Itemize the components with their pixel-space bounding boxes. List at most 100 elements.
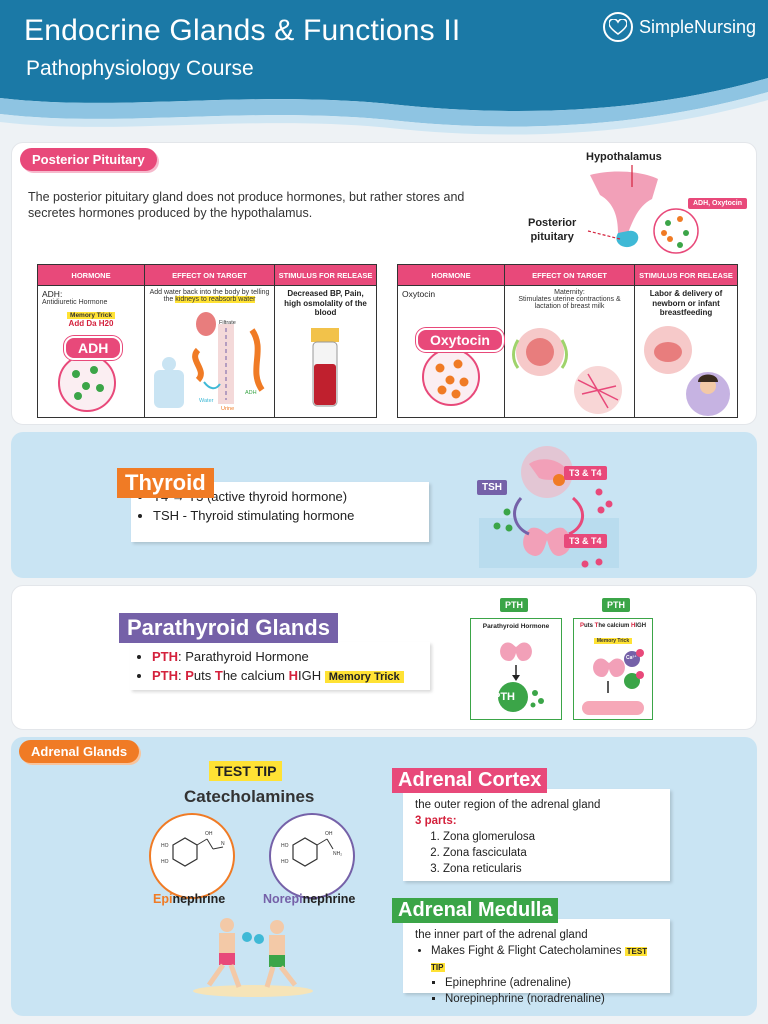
svg-text:N: N xyxy=(221,841,225,847)
adh-table: HORMONE EFFECT ON TARGET STIMULUS FOR RE… xyxy=(37,264,377,418)
adh-name: ADH: xyxy=(42,289,63,299)
adh-hormone-cell: ADH: Antidiuretic Hormone Memory Trick A… xyxy=(38,286,145,417)
pth-card-2-title: Puts The calcium HIGH xyxy=(574,623,652,629)
col-hormone-2: HORMONE xyxy=(398,265,505,285)
text-he-calcium: he calcium xyxy=(222,667,289,683)
adh-cell-circle xyxy=(58,354,116,412)
medulla-sub-2: Norepinephrine (noradrenaline) xyxy=(445,991,658,1007)
letter-t: T xyxy=(214,667,223,683)
norepinephrine-label: Norepinephrine xyxy=(263,892,355,906)
parathyroid-heading: Parathyroid Glands xyxy=(119,613,338,643)
page-title: Endocrine Glands & Functions II xyxy=(24,14,461,47)
svg-text:HO: HO xyxy=(281,859,289,865)
medulla-description: the inner part of the adrenal gland xyxy=(415,929,588,941)
t3t4-bottom-tag: T3 & T4 xyxy=(564,534,607,548)
page-subtitle: Pathophysiology Course xyxy=(26,57,254,80)
cortex-part-1: Zona glomerulosa xyxy=(443,829,658,845)
hypothalamus-label: Hypothalamus xyxy=(586,151,662,163)
adh-table-header: HORMONE EFFECT ON TARGET STIMULUS FOR RE… xyxy=(38,265,376,285)
col-stimulus: STIMULUS FOR RELEASE xyxy=(278,270,373,280)
oxytocin-cells-dots xyxy=(435,359,469,399)
oxytocin-table-row: Oxytocin Oxytocin Maternity: Stimulates … xyxy=(398,285,737,417)
adh-stimulus-cell: Decreased BP, Pain, high osmolality of t… xyxy=(275,286,376,417)
svg-text:HO: HO xyxy=(161,843,169,849)
uterus-breast-illustration xyxy=(512,328,622,414)
adh-oxytocin-tag: ADH, Oxytocin xyxy=(688,198,748,209)
posterior-label-line2: pituitary xyxy=(530,230,574,243)
svg-text:OH: OH xyxy=(325,831,333,837)
pth-tag-2: PTH xyxy=(602,598,630,612)
adrenal-medulla-heading: Adrenal Medulla xyxy=(392,898,559,923)
card2-memory-trick: Memory Trick xyxy=(593,638,633,644)
posterior-pituitary-pill: Posterior Pituitary xyxy=(20,148,157,171)
adh-badge: ADH xyxy=(64,336,123,360)
oxytocin-effect-title: Maternity: xyxy=(554,289,585,296)
parathyroid-gland-illustration xyxy=(498,642,544,712)
parathyroid-memory-trick: Memory Trick xyxy=(324,670,404,683)
cortex-part-3: Zona reticularis xyxy=(443,861,658,877)
pth-rest: : Parathyroid Hormone xyxy=(178,649,309,664)
blood-tube-icon xyxy=(311,328,339,407)
medulla-sublist: Epinephrine (adrenaline) Norepinephrine … xyxy=(415,975,658,1007)
thyroid-item-2: TSH - Thyroid stimulating hormone xyxy=(153,507,417,526)
card2-igh: IGH xyxy=(635,623,647,629)
header-wave xyxy=(0,0,768,135)
epi-highlight: Epi xyxy=(153,892,173,906)
oxytocin-effect-cell: Maternity: Stimulates uterine contractio… xyxy=(505,286,635,417)
oxytocin-cell-circle xyxy=(422,348,480,406)
adrenal-panel: Adrenal Glands TEST TIP Catecholamines H… xyxy=(11,737,757,1016)
pth-tag-1: PTH xyxy=(500,598,528,612)
test-tip-badge: TEST TIP xyxy=(209,761,283,781)
posterior-pituitary-panel: Posterior Pituitary The posterior pituit… xyxy=(11,142,757,425)
pth-bold: PTH xyxy=(152,649,178,664)
header: Endocrine Glands & Functions II Pathophy… xyxy=(0,0,768,140)
pituitary-diagram: Hypothalamus Posterior pituitary ADH, Ox… xyxy=(522,147,752,257)
svg-text:HO: HO xyxy=(161,859,169,865)
heart-logo-icon xyxy=(602,12,633,42)
posterior-pituitary-label: Posterior pituitary xyxy=(528,217,576,245)
thyroid-panel: T4 → T3 (active thyroid hormone) TSH - T… xyxy=(11,432,757,578)
oxytocin-hormone-cell: Oxytocin Oxytocin xyxy=(398,286,505,417)
labor-breastfeeding-illustration xyxy=(644,326,730,416)
pth-bold-2: PTH xyxy=(152,667,178,683)
pth-card-2: Puts The calcium HIGH Memory Trick Ca²⁺ xyxy=(573,618,653,720)
col-stimulus-2: STIMULUS FOR RELEASE xyxy=(639,270,733,280)
cortex-part-2: Zona fasciculata xyxy=(443,845,658,861)
adrenal-medulla-card: the inner part of the adrenal gland Make… xyxy=(403,919,670,1005)
epinephrine-molecule: HO HO OH N xyxy=(149,813,235,899)
parathyroid-item-2: PTH: Puts The calcium HIGH Memory Trick xyxy=(152,667,418,686)
urine-label: Urine xyxy=(221,406,235,412)
card2-he: he calcium xyxy=(598,623,632,629)
parathyroid-item-1: PTH: Parathyroid Hormone xyxy=(152,648,418,667)
parathyroid-panel: PTH: Parathyroid Hormone PTH: Puts The c… xyxy=(11,585,757,730)
col-effect-2: EFFECT ON TARGET xyxy=(505,265,635,285)
posterior-description: The posterior pituitary gland does not p… xyxy=(28,190,465,221)
adh-table-row: ADH: Antidiuretic Hormone Memory Trick A… xyxy=(38,285,376,417)
boxers-illustration xyxy=(193,918,313,997)
t3t4-top-tag: T3 & T4 xyxy=(564,466,607,480)
norepi-highlight: Norepi xyxy=(263,892,303,906)
oxytocin-table-header: HORMONE EFFECT ON TARGET STIMULUS FOR RE… xyxy=(398,265,737,285)
svg-text:OH: OH xyxy=(205,831,213,837)
pth-card-1: Parathyroid Hormone PTH xyxy=(470,618,562,720)
medulla-bullet-text: Makes Fight & Flight Catecholamines xyxy=(431,945,622,958)
catecholamines-heading: Catecholamines xyxy=(184,787,315,806)
letter-p: P xyxy=(185,667,194,683)
oxytocin-stimulus: Labor & delivery of newborn or infant br… xyxy=(649,289,723,318)
epi-rest: nephrine xyxy=(172,892,226,906)
adh-memory-trick: Add Da H20 xyxy=(68,319,114,328)
oxytocin-name: Oxytocin xyxy=(402,289,436,299)
brand-logo: SimpleNursing xyxy=(602,12,756,42)
svg-text:HO: HO xyxy=(281,843,289,849)
adh-stimulus: Decreased BP, Pain, high osmolality of t… xyxy=(284,289,367,318)
adh-effect-cell: Add water back into the body by telling … xyxy=(145,286,275,417)
oxytocin-stimulus-cell: Labor & delivery of newborn or infant br… xyxy=(635,286,737,417)
thyroid-heading: Thyroid xyxy=(117,468,214,498)
text-igh: IGH xyxy=(297,667,322,683)
adh-effect-text: Add water back into the body by telling … xyxy=(149,289,270,303)
norepi-rest: nephrine xyxy=(302,892,356,906)
adrenal-cortex-card: the outer region of the adrenal gland 3 … xyxy=(403,789,670,881)
card2-letter-p: P xyxy=(579,623,584,629)
